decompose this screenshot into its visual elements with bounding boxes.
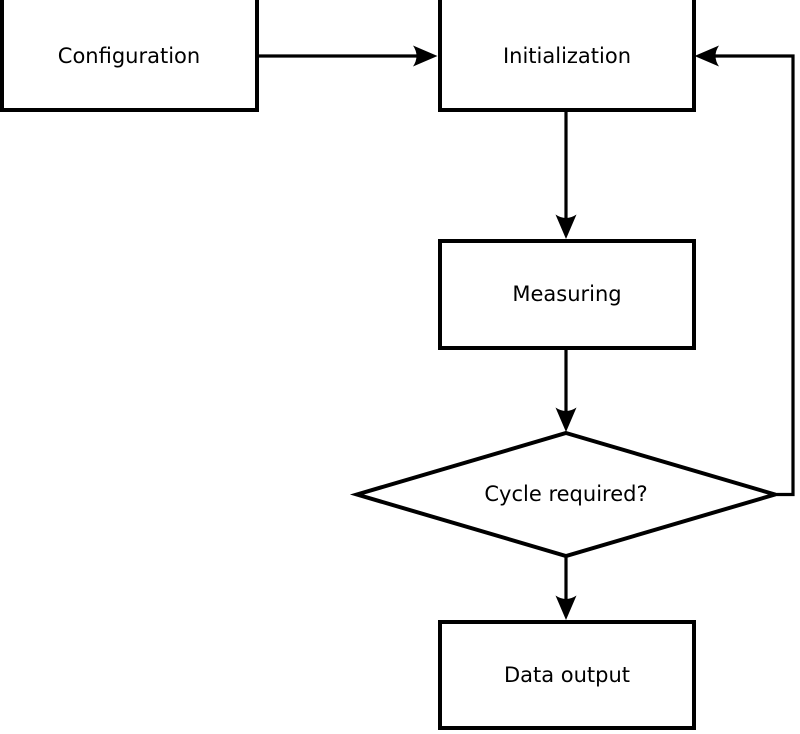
edge-measuring-to-cycle-required [555, 349, 577, 432]
node-cycle-required-label: Cycle required? [484, 482, 647, 506]
node-configuration-shape[interactable] [0, 0, 259, 112]
node-data-output-label: Data output [504, 663, 630, 687]
node-initialization[interactable]: Initialization [438, 0, 696, 112]
node-cycle-required-shape[interactable] [349, 430, 783, 559]
node-data-output[interactable]: Data output [438, 620, 696, 730]
edge-initialization-to-measuring [555, 111, 577, 239]
edge-cycle-required-to-data-output [555, 557, 577, 620]
node-configuration-label: Configuration [58, 44, 200, 68]
node-configuration[interactable]: Configuration [0, 0, 259, 112]
node-cycle-required[interactable]: Cycle required? [349, 430, 783, 559]
arrow-head-left-icon [694, 45, 719, 67]
arrow-head-right-icon [413, 45, 438, 67]
edge-configuration-to-initialization [259, 45, 438, 67]
node-initialization-shape[interactable] [438, 0, 696, 112]
arrow-head-down-icon [555, 214, 577, 239]
arrow-head-down-icon [555, 595, 577, 620]
edge-loop-path [711, 54, 795, 497]
edge-cycle-required-to-initialization [694, 45, 795, 497]
node-measuring-shape[interactable] [438, 239, 696, 350]
node-measuring-label: Measuring [512, 282, 621, 306]
node-measuring[interactable]: Measuring [438, 239, 696, 350]
arrow-head-down-icon [555, 407, 577, 432]
node-initialization-label: Initialization [503, 44, 631, 68]
node-data-output-shape[interactable] [438, 620, 696, 730]
